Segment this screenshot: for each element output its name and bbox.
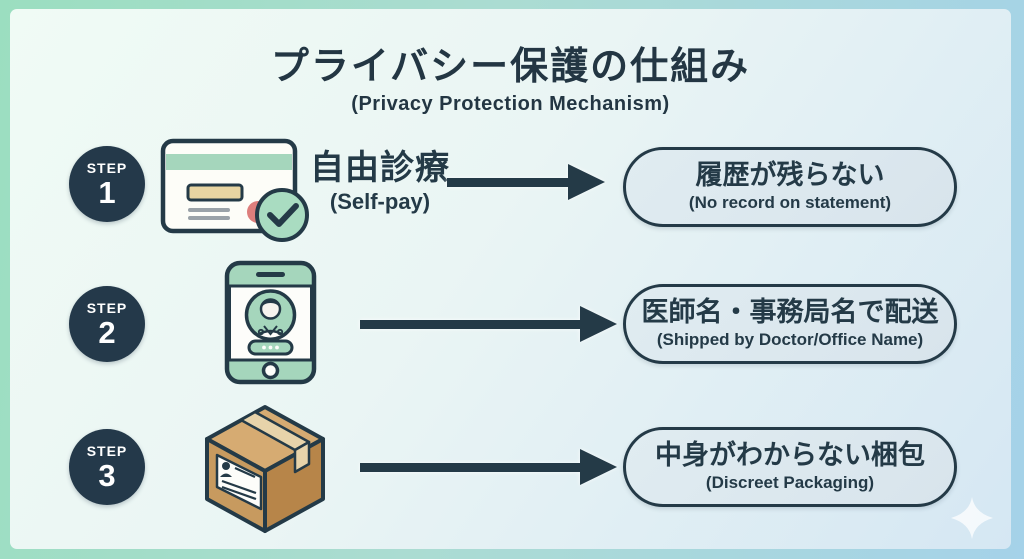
step-1-badge: STEP 1 — [69, 146, 145, 222]
page-subtitle: (Privacy Protection Mechanism) — [351, 93, 670, 115]
result-3-jp: 中身がわからない梱包 — [655, 440, 925, 471]
result-2-en: (Shipped by Doctor/Office Name) — [656, 330, 924, 349]
result-box-2: 医師名・事務局名で配送 (Shipped by Doctor/Office Na… — [623, 284, 957, 364]
step-3-badge: STEP 3 — [69, 429, 145, 505]
result-2-jp: 医師名・事務局名で配送 — [641, 297, 939, 328]
step-1-item-en: (Self-pay) — [329, 189, 431, 215]
result-box-3: 中身がわからない梱包 (Discreet Packaging) — [623, 427, 957, 507]
page-title: プライバシー保護の仕組み — [270, 46, 751, 88]
credit-card-check-icon — [160, 138, 309, 242]
step-1-number: 1 — [98, 174, 116, 210]
title-block: プライバシー保護の仕組み (Privacy Protection Mechani… — [10, 35, 1011, 116]
step-3-word: STEP — [86, 442, 128, 459]
step-2-number: 2 — [98, 314, 116, 350]
result-1-en: (No record on statement) — [688, 193, 892, 212]
result-1-jp: 履歴が残らない — [695, 160, 885, 191]
arrow-step2-icon — [360, 306, 617, 342]
step-3-number: 3 — [98, 457, 116, 493]
smartphone-doctor-icon — [224, 260, 317, 385]
step-1-item-jp: 自由診療 — [310, 149, 450, 187]
shipping-box-icon — [205, 405, 325, 533]
step-2-word: STEP — [86, 299, 128, 316]
diagram-panel: プライバシー保護の仕組み (Privacy Protection Mechani… — [10, 9, 1011, 549]
result-3-en: (Discreet Packaging) — [705, 473, 875, 492]
step-2-badge: STEP 2 — [69, 286, 145, 362]
step-1-word: STEP — [86, 159, 128, 176]
step-1-item-label: 自由診療 (Self-pay) — [300, 149, 460, 215]
arrow-step1-icon — [447, 164, 605, 200]
result-box-1: 履歴が残らない (No record on statement) — [623, 147, 957, 227]
arrow-step3-icon — [360, 449, 617, 485]
sparkle-icon — [951, 497, 993, 539]
